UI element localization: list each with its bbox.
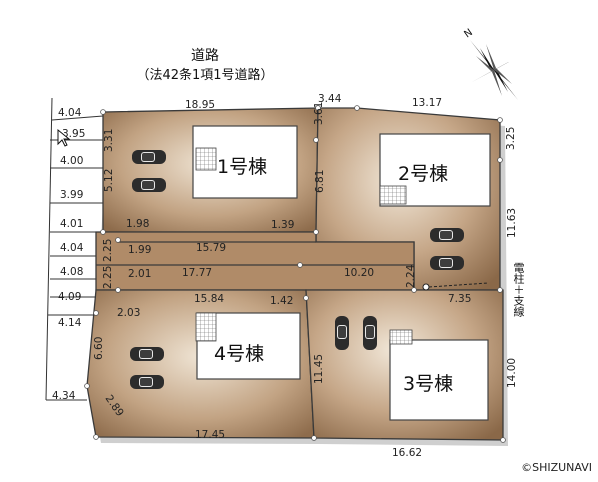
dim-label: 7.35 [448, 293, 471, 305]
stair-icon [195, 147, 217, 171]
car-icon [132, 150, 166, 164]
dim-label: 2.25 [102, 239, 114, 262]
car-icon [430, 256, 464, 270]
road-name: 道路 [191, 48, 219, 64]
dim-label: 3.99 [60, 189, 83, 201]
dim-label: 2.03 [117, 307, 140, 319]
dim-label: 4.04 [58, 107, 82, 119]
svg-text:N: N [462, 27, 474, 40]
car-icon [363, 316, 377, 350]
car-icon [335, 316, 349, 350]
lot-1-label: 1号棟 [217, 156, 267, 178]
dim-label: 1.98 [126, 218, 149, 230]
building-3 [389, 339, 489, 421]
dim-label: 4.09 [58, 291, 81, 303]
dim-label: 2.24 [405, 264, 417, 288]
dim-label: 18.95 [185, 99, 215, 111]
dim-label: 2.25 [102, 266, 114, 289]
dim-label: 11.63 [506, 208, 518, 238]
utility-pole-label: 電柱＋支線 [512, 262, 525, 317]
survey-points [84, 105, 506, 443]
road-edge [45, 97, 104, 401]
dim-label: 4.00 [60, 155, 83, 167]
dim-label: 17.77 [182, 267, 212, 279]
road-classification: （法42条1項1号道路） [136, 68, 274, 83]
car-icon [130, 347, 164, 361]
lot-3-label: 3号棟 [403, 373, 453, 395]
dim-label: 3.61 [313, 102, 325, 125]
dim-label: 1.39 [271, 219, 294, 231]
dim-label: 11.45 [313, 354, 325, 384]
north-compass-icon: N [462, 27, 518, 100]
stair-icon [195, 312, 217, 342]
dim-label: 6.81 [314, 170, 326, 193]
dim-label: 4.08 [60, 266, 83, 278]
dim-label: 4.14 [58, 317, 82, 329]
dim-label: 14.00 [506, 358, 518, 388]
dim-label: 15.84 [194, 293, 224, 305]
dim-label: 10.20 [344, 267, 374, 279]
stair-icon [379, 185, 407, 205]
dim-label: 16.62 [392, 447, 422, 459]
dim-label: 2.01 [128, 268, 151, 280]
dim-label: 17.45 [195, 429, 225, 441]
dim-label: 13.17 [412, 97, 442, 109]
dim-label: 3.44 [318, 93, 342, 105]
lot-4-label: 4号棟 [214, 343, 264, 365]
car-icon [132, 178, 166, 192]
dim-label: 4.34 [52, 390, 76, 402]
car-icon [130, 375, 164, 389]
lot-2-label: 2号棟 [398, 163, 448, 185]
dim-label: 1.99 [128, 244, 151, 256]
dimensions: 4.04 3.95 4.00 3.99 4.01 4.04 4.08 4.09 … [52, 93, 518, 459]
dim-label: 3.25 [505, 127, 517, 150]
utility-pole-icon [422, 283, 430, 291]
dim-label: 6.60 [93, 337, 105, 360]
dim-label: 4.01 [60, 218, 83, 230]
copyright: ©SHIZUNAVI [521, 461, 592, 474]
dim-label: 4.04 [60, 242, 84, 254]
dim-label: 1.42 [270, 295, 293, 307]
dim-label: 3.31 [103, 129, 115, 152]
stair-icon [389, 329, 413, 345]
car-icon [430, 228, 464, 242]
mouse-cursor-icon [57, 128, 71, 147]
dim-label: 3.95 [62, 128, 85, 140]
dim-label: 15.79 [196, 242, 226, 254]
dim-label: 5.12 [103, 169, 115, 192]
